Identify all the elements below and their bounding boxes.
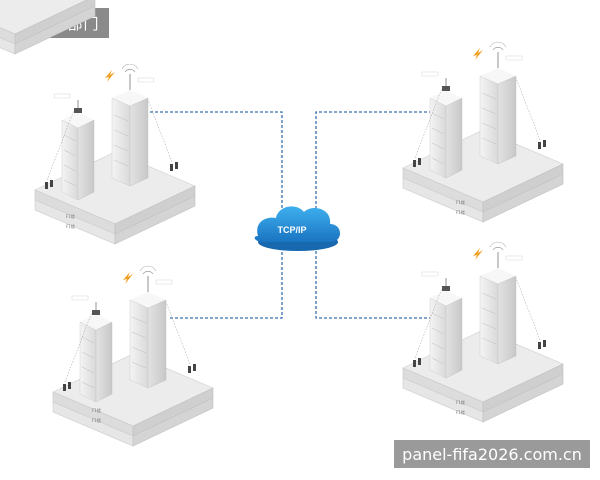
site-bottom-right-label-lower: F1楼 xyxy=(456,409,465,415)
site-top-left: F1楼 F1楼 xyxy=(34,63,196,245)
site-bottom-left-label-lower: F1楼 xyxy=(92,417,101,423)
site-top-left-label-upper: F1楼 xyxy=(66,213,75,219)
site-top-right: F1楼 F1楼 xyxy=(402,41,564,223)
link-bottom-left xyxy=(170,245,283,319)
watermark: panel-fifa2026.com.cn xyxy=(394,440,590,468)
site-top-left-label-lower: F1楼 xyxy=(66,223,75,229)
link-top-right xyxy=(315,111,462,215)
site-template xyxy=(0,0,96,55)
site-bottom-left: F1楼 F1楼 xyxy=(52,265,214,447)
link-bottom-right xyxy=(315,245,452,319)
cloud-label: TCP/IP xyxy=(277,225,306,235)
site-top-right-label-lower: F1楼 xyxy=(456,209,465,215)
site-bottom-left-label-upper: F1楼 xyxy=(92,407,101,413)
link-top-left xyxy=(145,111,283,215)
site-bottom-right: F1楼 F1楼 xyxy=(402,241,564,423)
tcp-ip-cloud: TCP/IP xyxy=(254,206,341,251)
site-top-right-label-upper: F1楼 xyxy=(456,199,465,205)
network-links xyxy=(145,111,462,319)
site-bottom-right-label-upper: F1楼 xyxy=(456,399,465,405)
